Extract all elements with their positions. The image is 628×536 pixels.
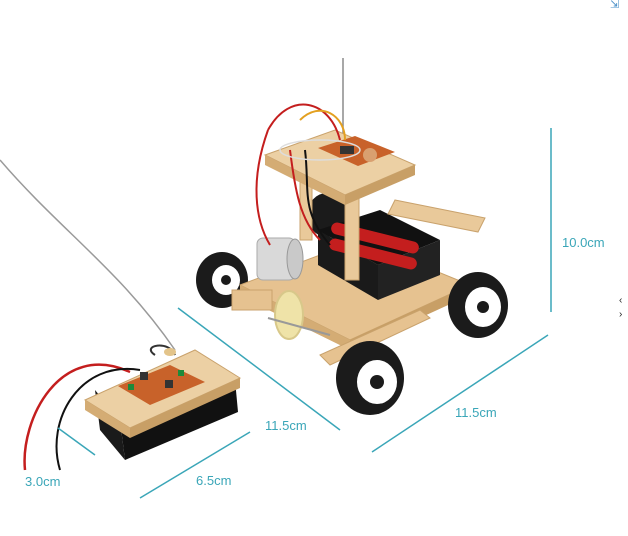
front-right-wheel [448, 272, 508, 338]
length-right-dimension-label: 11.5cm [455, 405, 497, 420]
expand-icon[interactable]: ⇲ [610, 0, 620, 11]
length-right-dimension-line [371, 334, 549, 453]
length-left-dimension-label: 11.5cm [265, 418, 307, 433]
length-left-dimension-line [177, 307, 341, 431]
remote-height-dimension-label: 3.0cm [25, 474, 61, 489]
remote-width-dimension-label: 6.5cm [196, 473, 232, 488]
receiver-board [318, 136, 395, 166]
height-dimension-label: 10.0cm [562, 235, 605, 250]
transmitter-antenna-wire [0, 159, 176, 351]
remote-width-dimension-line [139, 431, 251, 499]
remote-height-dimension-line [57, 427, 96, 456]
dc-motor [256, 237, 304, 281]
remote-transmitter [83, 349, 242, 460]
front-left-wheel [336, 341, 404, 415]
scroll-arrows-icon[interactable]: ‹› [619, 295, 623, 320]
drive-gear [274, 290, 304, 340]
dimension-lines [57, 128, 552, 499]
